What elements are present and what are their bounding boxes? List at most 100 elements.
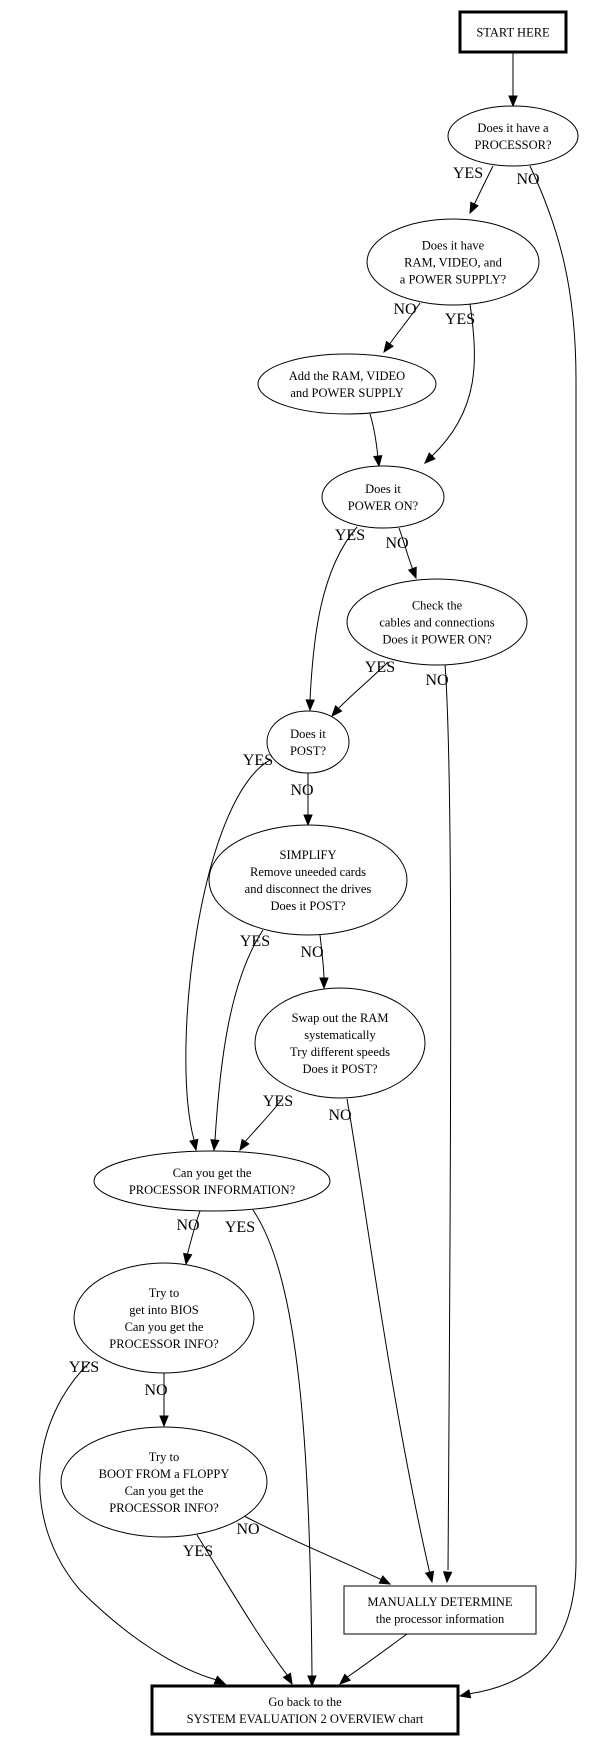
edge-label-yes: YES (453, 165, 483, 182)
edge-label-no: NO (290, 782, 313, 799)
edge-line (39, 1361, 218, 1681)
node-text-line: the processor information (376, 1612, 505, 1626)
edges-layer (39, 52, 577, 1699)
edge-label-yes: YES (240, 933, 270, 950)
edge-label-no: NO (385, 535, 408, 552)
edge-check_cables-to-post (331, 661, 389, 718)
arrowhead-icon (338, 1673, 351, 1685)
node-text-line: a POWER SUPPLY? (400, 273, 507, 287)
node-text-line: MANUALLY DETERMINE (367, 1595, 513, 1609)
node-text-line: POWER ON? (348, 499, 419, 513)
edge-swap_ram-to-processor_info (239, 1097, 284, 1152)
edge-has_ram_video_psu-to-power_on (424, 303, 475, 464)
arrowhead-icon (407, 566, 417, 580)
edge-line (252, 1209, 313, 1677)
edge-post-to-processor_info (185, 759, 271, 1152)
arrowhead-icon (303, 814, 313, 827)
edge-line (398, 527, 414, 571)
edge-label-no: NO (425, 672, 448, 689)
node-text-line: Can you get the (173, 1166, 252, 1180)
node-manual: MANUALLY DETERMINE the processor informat… (343, 1585, 537, 1635)
arrowhead-icon (319, 977, 329, 990)
node-text-line: get into BIOS (129, 1303, 198, 1317)
edge-label-no: NO (176, 1217, 199, 1234)
arrowhead-icon (424, 452, 436, 464)
arrowhead-icon (159, 1415, 169, 1428)
decision-ellipse (321, 465, 445, 529)
node-text-line: and disconnect the drives (245, 882, 372, 896)
node-text-line: Does it have (422, 239, 485, 253)
decision-ellipse (447, 105, 579, 167)
edge-add_ram_video_psu-to-power_on (369, 413, 383, 468)
edge-has_ram_video_psu-to-add_ram_video_psu (383, 302, 421, 354)
arrowhead-icon (508, 95, 518, 108)
edge-start-to-has_processor (508, 52, 518, 108)
edge-swap_ram-to-manual (346, 1098, 435, 1584)
arrowhead-icon (213, 1675, 227, 1685)
node-text-line: Does it (290, 727, 326, 741)
edge-bios-to-go_back (39, 1361, 227, 1685)
edge-line (444, 663, 452, 1571)
edge-label-yes: YES (225, 1219, 255, 1236)
decision-ellipse (266, 710, 350, 774)
edge-label-yes: YES (263, 1093, 293, 1110)
edge-label-no: NO (236, 1521, 259, 1538)
arrowhead-icon (239, 1138, 250, 1152)
node-text-line: systematically (304, 1028, 376, 1042)
edge-label-yes: YES (335, 527, 365, 544)
edge-line (473, 165, 494, 206)
edge-simplify-to-swap_ram (319, 934, 329, 990)
edge-line (185, 759, 271, 1141)
edge-simplify-to-processor_info (210, 929, 264, 1152)
node-text-line: cables and connections (379, 616, 494, 630)
edge-post-to-simplify (303, 773, 313, 827)
edge-label-yes: YES (365, 659, 395, 676)
edge-line (309, 526, 358, 701)
node-text-line: Does it have a (477, 121, 549, 135)
arrowhead-icon (469, 201, 479, 215)
arrowhead-icon (424, 1570, 435, 1584)
node-text-line: START HERE (476, 26, 550, 40)
arrowhead-icon (183, 1252, 193, 1266)
edge-line (186, 1210, 201, 1257)
node-start: START HERE (458, 10, 568, 54)
edge-line (388, 302, 421, 346)
decision-ellipse (73, 1262, 255, 1374)
edge-label-no: NO (328, 1107, 351, 1124)
node-text-line: Remove uneeded cards (250, 865, 366, 879)
edge-processor_info-to-bios (183, 1210, 201, 1266)
node-text-line: Check the (412, 599, 463, 613)
node-text-line: PROCESSOR INFO? (109, 1501, 219, 1515)
edge-line (243, 1097, 284, 1144)
node-text-line: Swap out the RAM (292, 1011, 389, 1025)
node-post: Does it POST? (266, 710, 350, 774)
node-text-line: PROCESSOR INFO? (109, 1337, 219, 1351)
edge-line (431, 303, 475, 457)
node-text-line: POST? (290, 744, 327, 758)
node-text-line: Does it POST? (271, 899, 346, 913)
edge-line (214, 929, 264, 1141)
node-simplify: SIMPLIFY Remove uneeded cards and disconne… (208, 824, 408, 936)
node-text-line: Try to (149, 1450, 179, 1464)
decision-ellipse (257, 353, 437, 415)
node-text-line: BOOT FROM a FLOPPY (99, 1467, 230, 1481)
arrowhead-icon (305, 699, 315, 712)
edge-floppy-to-manual (243, 1515, 392, 1585)
edge-line (346, 1098, 431, 1575)
node-text-line: RAM, VIDEO, and (404, 256, 502, 270)
edge-label-yes: YES (445, 311, 475, 328)
edge-label-no: NO (393, 301, 416, 318)
edge-label-yes: YES (183, 1543, 213, 1560)
node-text-line: and POWER SUPPLY (290, 386, 403, 400)
node-text-line: Can you get the (125, 1320, 204, 1334)
decision-ellipse (366, 218, 540, 306)
node-text-line: SIMPLIFY (280, 848, 337, 862)
edge-line (369, 413, 379, 459)
